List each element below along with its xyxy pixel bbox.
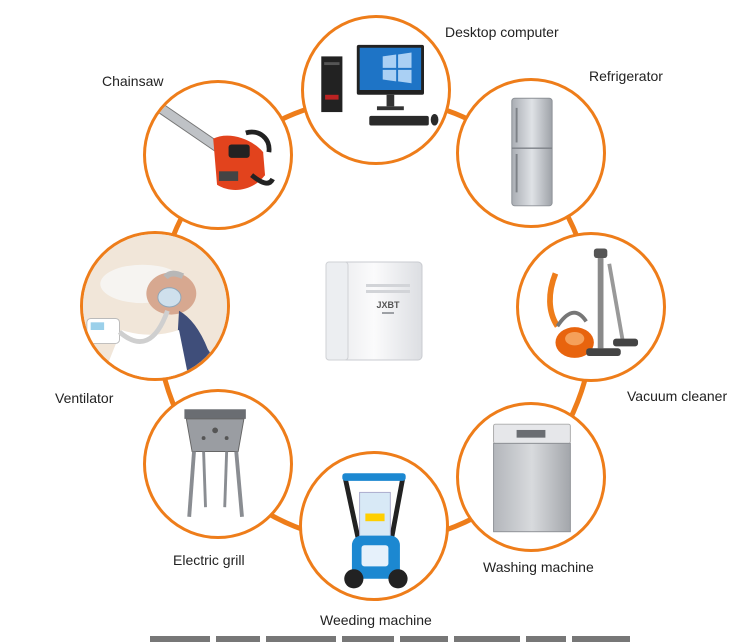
- chainsaw-icon: [156, 103, 275, 190]
- appliance-circle-ventilator: [80, 231, 230, 381]
- label-desktop: Desktop computer: [445, 24, 559, 40]
- appliance-circle-desktop: [301, 15, 451, 165]
- appliance-circle-mower: [299, 451, 449, 601]
- appliance-circle-chainsaw: [143, 80, 293, 230]
- label-chainsaw: Chainsaw: [102, 73, 164, 89]
- label-ventilator: Ventilator: [55, 390, 114, 406]
- appliance-circle-refrigerator: [456, 78, 606, 228]
- lawn-mower-icon: [342, 473, 408, 589]
- vacuum-cleaner-icon: [547, 248, 639, 358]
- label-mower: Weeding machine: [320, 612, 432, 628]
- cropped-bottom-text: [150, 636, 630, 642]
- label-grill: Electric grill: [173, 552, 245, 568]
- label-washer: Washing machine: [483, 559, 594, 575]
- desktop-computer-icon: [321, 44, 439, 126]
- energy-storage-unit: JXBT: [322, 258, 426, 366]
- washing-machine-icon: [493, 423, 571, 533]
- label-refrigerator: Refrigerator: [589, 68, 663, 84]
- label-vacuum: Vacuum cleaner: [627, 388, 728, 404]
- refrigerator-icon: [511, 97, 553, 207]
- grill-icon: [184, 409, 246, 517]
- appliance-circle-grill: [143, 389, 293, 539]
- ventilator-icon: [83, 234, 227, 378]
- device-brand: JXBT: [376, 300, 400, 310]
- appliance-circle-washer: [456, 402, 606, 552]
- appliance-circle-vacuum: [516, 232, 666, 382]
